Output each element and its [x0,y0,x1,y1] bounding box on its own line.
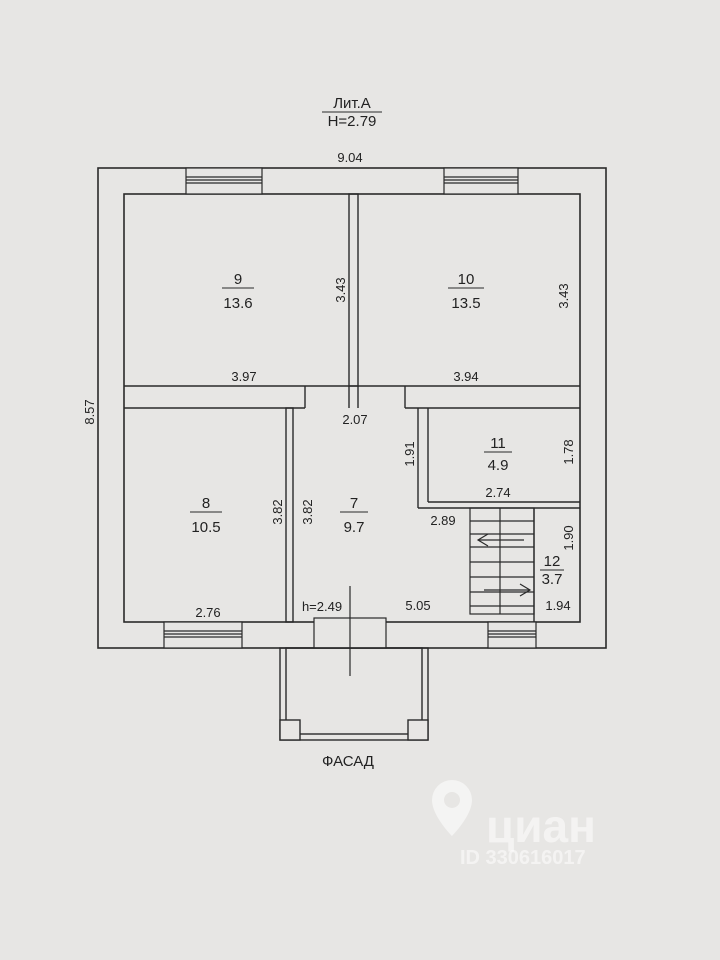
room-10-height-dim: 3.43 [556,283,571,308]
room-10-area: 13.5 [451,295,480,312]
stair-arrow-down-icon [484,583,532,597]
window-bottom-right [487,621,537,649]
room-11-area: 4.9 [488,457,509,474]
window-top-right [443,167,519,195]
interior-walls [124,193,580,623]
room-9-height-dim: 3.43 [333,277,348,302]
room-8-width-dim: 2.76 [195,605,220,620]
room-11-left-dim: 1.91 [402,441,417,466]
porch [279,647,429,741]
room-9-width-dim: 3.97 [231,369,256,384]
room-7-top-width-dim: 2.07 [342,412,367,427]
overall-width-label: 9.04 [337,150,362,165]
staircase [469,507,535,615]
room-11-number: 11 [490,435,506,452]
room-12-number: 12 [544,553,561,570]
plan-lit-label: Лит.А [333,95,371,112]
watermark-brand: циан [486,800,596,852]
room-11-height-dim: 1.78 [561,439,576,464]
room-7-bottom-width-dim: 5.05 [405,598,430,613]
room-8-number: 8 [202,495,210,512]
room-9-number: 9 [234,271,242,288]
cian-watermark: циан ID 330616017 [432,780,596,869]
room-8-area: 10.5 [191,519,220,536]
room-11-width-dim: 2.74 [485,485,510,500]
facade-label: ФАСАД [322,753,374,770]
room-9-area: 13.6 [223,295,252,312]
plan-height-label: Н=2.79 [328,113,377,130]
watermark-id: ID 330616017 [460,847,586,869]
room-7-number: 7 [350,495,358,512]
room-12-area: 3.7 [542,571,563,588]
window-bottom-left [163,621,243,649]
window-top-left [185,167,263,195]
room-8-height-dim: 3.82 [270,499,285,524]
room-7-height-dim: 3.82 [300,499,315,524]
room-10-number: 10 [458,271,475,288]
room-12-width-dim: 1.94 [545,598,570,613]
room-7-area: 9.7 [344,519,365,536]
room-10-width-dim: 3.94 [453,369,478,384]
room-12-height-dim: 1.90 [561,525,576,550]
overall-depth-label: 8.57 [82,399,97,424]
stair-arrow-up-icon [476,533,524,547]
room-7-ceiling-height: h=2.49 [302,599,342,614]
room-7-mid-dim: 2.89 [430,513,455,528]
location-pin-icon [432,780,472,836]
